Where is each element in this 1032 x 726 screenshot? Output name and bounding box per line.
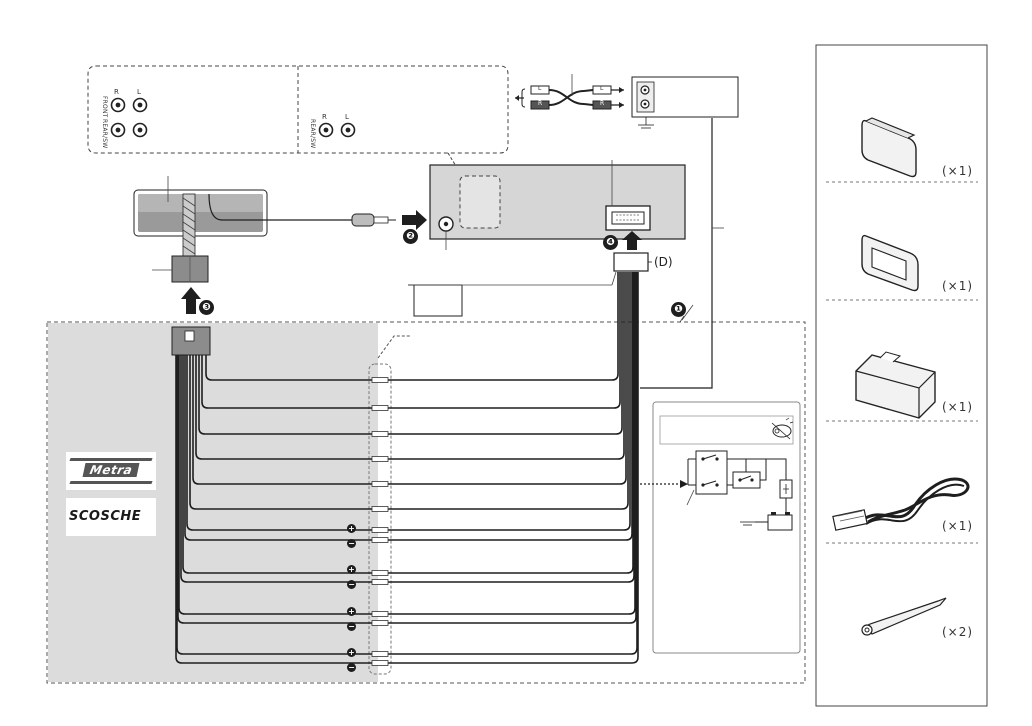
metra-logo-text: Metra [83,463,140,477]
wire-splice-7 [372,528,388,533]
wire-splice-5 [372,482,388,487]
step-2-marker: ❷ [403,229,418,244]
rca-left-col-r: R [114,88,119,96]
scosche-logo-text: SCOSCHE [69,509,141,524]
accessory-qty-trim-plate: (×1) [942,279,973,293]
rca-right-row-rear: REAR/SW [309,119,316,148]
rca-right-col-l: L [345,113,349,121]
ignition-inset [632,402,800,653]
polarity-minus-2: − [347,580,356,589]
polarity-plus-2: + [347,565,356,574]
accessory-qty-key: (×2) [942,625,973,639]
rca-jack-rear-r [112,124,125,137]
harness-socket [606,206,650,230]
rca-cable [515,74,624,109]
rca-jack-rear2-r [320,124,333,137]
rca-detail-box [88,66,508,176]
polarity-plus-4: + [347,648,356,657]
rca-jack-rear-l [134,124,147,137]
amplifier-box [632,77,738,128]
polarity-minus-3: − [347,622,356,631]
wire-splice-9 [372,571,388,576]
connector-d [614,253,652,271]
accessory-qty-harness: (×1) [942,519,973,533]
step-3-marker: ❸ [199,300,214,315]
rca-left-row-rear: REAR/SW [101,119,108,148]
wire-splice-1 [372,378,388,383]
wire-splice-8 [372,538,388,543]
rca-plug2-r: R [600,100,604,107]
rca-jack-front-l [134,99,147,112]
rca-jack-front-r [112,99,125,112]
rca-right-col-r: R [322,113,327,121]
step-4-marker: ❹ [603,235,618,250]
head-unit-rear [430,160,685,250]
arrow-2 [402,210,427,230]
rca-jack-rear2-l [342,124,355,137]
polarity-plus-3: + [347,607,356,616]
accessory-panel [816,45,987,706]
scosche-logo: SCOSCHE [66,498,156,536]
rca-plug-l: L [538,85,541,92]
rca-left-row-front: FRONT [101,96,108,118]
wire-splice-2 [372,406,388,411]
arrow-3 [181,287,201,314]
step-1-marker: ❶ [671,302,686,317]
metra-logo: Metra [66,452,156,490]
wire-splice-6 [372,507,388,512]
wire-splice-10 [372,580,388,585]
wire-splice-11 [372,612,388,617]
rca-plug-r: R [538,100,542,107]
wire-splice-3 [372,432,388,437]
rca-plug2-l: L [600,85,603,92]
fuse-pack [408,272,616,316]
polarity-minus-1: − [347,539,356,548]
rca-left-col-l: L [137,88,141,96]
vehicle-radio-cavity [134,176,267,236]
polarity-plus-1: + [347,524,356,533]
antenna-jack [439,217,453,231]
accessory-qty-faceplate: (×1) [942,164,973,178]
polarity-minus-4: − [347,663,356,672]
wire-splice-12 [372,621,388,626]
connector-d-label: (D) [654,255,673,269]
wire-splice-14 [372,661,388,666]
wire-splice-4 [372,457,388,462]
wire-splice-13 [372,652,388,657]
accessory-qty-sleeve: (×1) [942,400,973,414]
